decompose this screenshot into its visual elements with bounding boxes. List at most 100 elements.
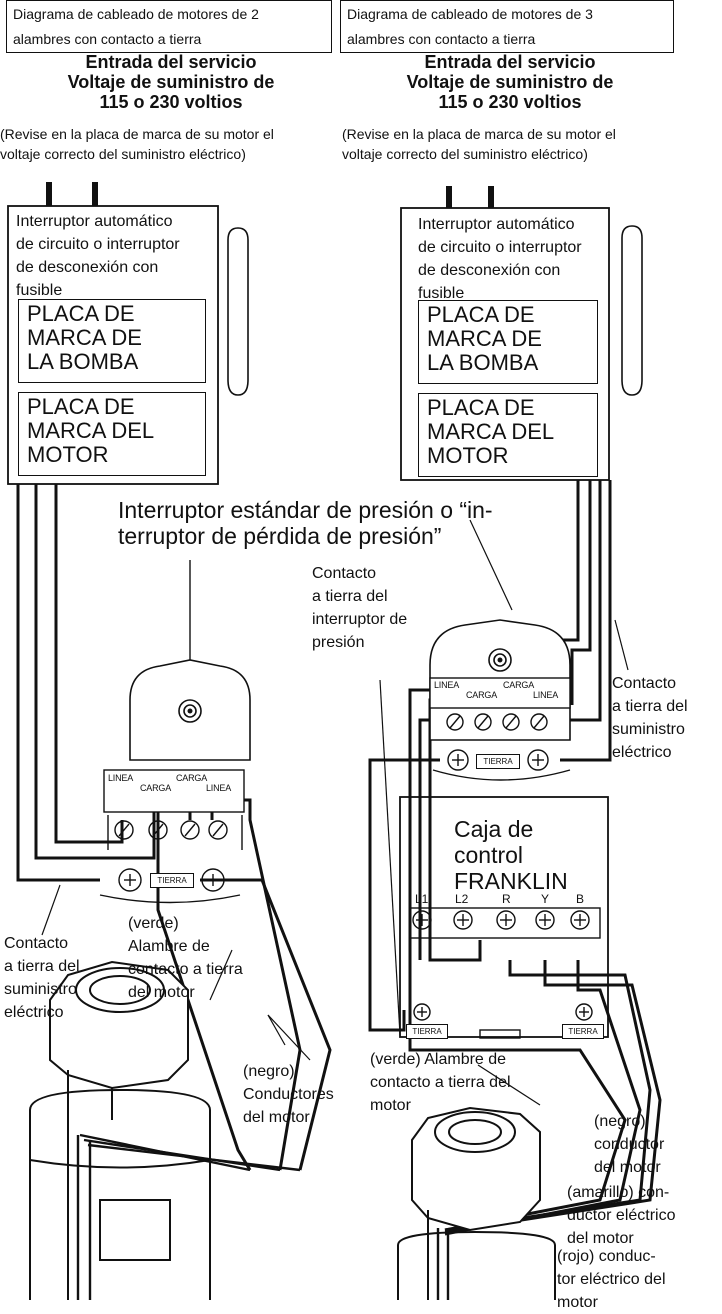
right-ground-supply-line1: Contacto [612,675,677,692]
left-green-wire-label: (verde) Alambre de contacto a tierra del… [128,912,243,1004]
right-switch-ground-line1: Contacto [312,565,377,582]
left-motor-nameplate: PLACA DE MARCA DEL MOTOR [18,392,206,476]
right-note-line1: (Revise en la placa de marca de su motor… [342,126,616,142]
left-note-line2: voltaje correcto del suministro eléctric… [0,146,246,162]
cb-terminal-l2: L2 [455,892,469,906]
right-breaker-label: Interruptor automático de circuito o int… [418,213,582,305]
left-motor-wire-a [156,812,252,1171]
left-black-wire-label: (negro) Conductores del motor [243,1060,334,1129]
left-ground-supply-line4: eléctrico [4,1004,64,1021]
left-green-line3: contacto a tierra [128,961,243,978]
left-ground-supply-label: Contacto a tierra del suministro eléctri… [4,932,80,1024]
right-switch-ground-wire [368,758,440,1032]
left-terminal-linea-1: LINEA [108,773,134,783]
right-yellow-line2: ductor eléctrico [567,1207,676,1224]
right-pump-nameplate: PLACA DE MARCA DE LA BOMBA [418,300,598,384]
left-pump-nameplate: PLACA DE MARCA DE LA BOMBA [18,299,206,383]
right-red-line1: (rojo) conduc- [557,1248,656,1265]
left-note: (Revise en la placa de marca de su motor… [0,124,274,164]
franklin-control-box [399,796,609,1038]
left-service-line2: Voltaje de suministro de [67,72,275,92]
right-switch-ground-line2: a tierra del [312,588,388,605]
left-ground-supply-line3: suministro [4,981,77,998]
right-black-line3: del motor [594,1159,661,1176]
right-switch-ground-line3: interruptor de [312,611,408,628]
cb-tierra-left: TIERRA [406,1024,448,1039]
left-breaker-box [7,205,219,485]
right-ground-supply-line4: eléctrico [612,744,672,761]
right-service-heading: Entrada del servicio Voltaje de suminist… [340,52,680,112]
right-yellow-wire-label: (amarillo) con- ductor eléctrico del mot… [567,1181,676,1250]
right-yellow-line3: del motor [567,1230,634,1247]
left-switch-label-line2: terruptor de pérdida de presión” [118,523,442,549]
left-green-line1: (verde) [128,915,179,932]
left-ground-motor-wire [200,878,332,1171]
right-pump-plate-line3: LA BOMBA [427,350,539,375]
right-motor-nameplate: PLACA DE MARCA DEL MOTOR [418,393,598,477]
right-yellow-line1: (amarillo) con- [567,1184,670,1201]
left-breaker-label: Interruptor automático de circuito o int… [16,210,180,302]
left-caption-line1: Diagrama de cableado de motores de 2 [13,6,259,22]
left-pump-motor [29,960,211,1300]
left-note-line1: (Revise en la placa de marca de su motor… [0,126,274,142]
right-breaker-line4: fusible [418,285,465,302]
left-black-line3: del motor [243,1109,310,1126]
left-service-line3: 115 o 230 voltios [99,92,243,112]
right-black-wire-label: (negro) conductor del motor [594,1110,664,1179]
control-box-line1: Caja de [454,816,534,842]
right-terminal-linea-1: LINEA [434,680,460,690]
right-breaker-box [400,207,610,481]
right-green-line2: contacto a tierra del [370,1074,511,1091]
left-terminal-carga-1: CARGA [140,783,172,793]
right-green-wire-label: (verde) Alambre de contacto a tierra del… [370,1048,511,1117]
right-ground-supply-line3: suministro [612,721,685,738]
right-breaker-line1: Interruptor automático [418,216,575,233]
left-pump-plate-line1: PLACA DE [27,301,135,326]
control-box-label: Caja de control FRANKLIN [454,816,568,894]
left-caption-line2: alambres con contacto a tierra [13,31,202,47]
left-breaker-line3: de desconexión con [16,259,159,276]
right-caption-line2: alambres con contacto a tierra [347,31,536,47]
left-breaker-handle [227,227,249,396]
right-supply-terminal-2 [488,186,494,208]
right-pump-plate-line1: PLACA DE [427,302,535,327]
left-motor-plate-line1: PLACA DE [27,394,135,419]
right-terminal-carga-1: CARGA [466,690,498,700]
left-line-wire-2 [34,484,156,860]
left-caption-top: Diagrama de cableado de motores de 2 [6,0,332,27]
left-switch-screw-outer [178,699,202,723]
right-red-line3: motor [557,1294,598,1311]
left-service-heading: Entrada del servicio Voltaje de suminist… [0,52,342,112]
right-caption-top: Diagrama de cableado de motores de 3 [340,0,674,27]
cb-terminal-l1: L1 [415,892,429,906]
control-box-line2: control [454,842,524,868]
right-motor-plate-line1: PLACA DE [427,395,535,420]
left-supply-terminal-1 [46,182,52,206]
left-tierra-label: TIERRA [150,873,194,888]
right-red-wire-label: (rojo) conduc- tor eléctrico del motor [557,1245,666,1314]
cb-terminal-y: Y [541,892,550,906]
left-pump-plate-line2: MARCA DE [27,325,142,350]
right-terminal-linea-2: LINEA [533,690,559,700]
right-switch-ground-label: Contacto a tierra del interruptor de pre… [312,562,407,654]
right-note: (Revise en la placa de marca de su motor… [342,124,616,164]
left-terminal-linea-2: LINEA [206,783,232,793]
right-pump-plate-line2: MARCA DE [427,326,542,351]
right-black-line1: (negro) [594,1113,646,1130]
cb-terminal-b: B [576,892,585,906]
right-breaker-line2: de circuito o interruptor [418,239,582,256]
left-caption-bottom: alambres con contacto a tierra [6,26,332,53]
right-caption-line1: Diagrama de cableado de motores de 3 [347,6,593,22]
left-line-wire-1 [54,484,124,844]
right-note-line2: voltaje correcto del suministro eléctric… [342,146,588,162]
right-supply-terminal-1 [446,186,452,208]
right-service-line1: Entrada del servicio [424,52,596,72]
right-green-line1: (verde) Alambre de [370,1051,507,1068]
left-service-line1: Entrada del servicio [85,52,257,72]
left-green-line4: del motor [128,984,195,1001]
right-motor-plate-line3: MOTOR [427,443,509,468]
left-black-line1: (negro) [243,1063,295,1080]
right-switch-ground-line4: presión [312,634,365,651]
right-breaker-handle [621,225,643,396]
